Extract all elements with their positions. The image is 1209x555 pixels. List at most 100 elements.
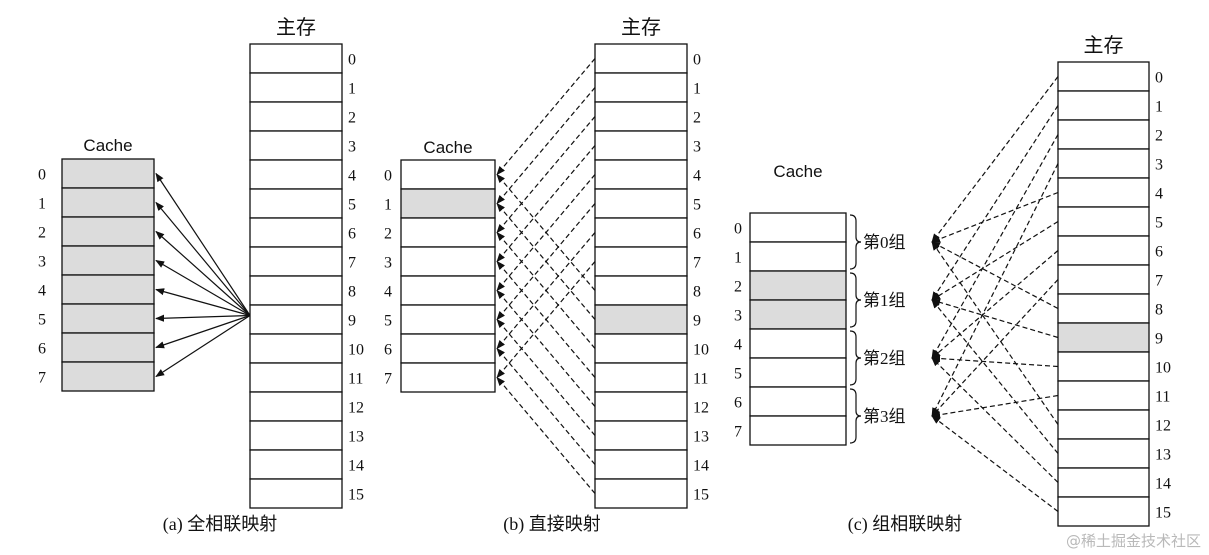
c-cache-row-6 [749, 386, 847, 417]
a-main-label-3: 3 [348, 139, 356, 156]
a-cache-row-6 [61, 332, 155, 363]
a-main-label-2: 2 [348, 110, 356, 127]
b-map-arrow-3 [496, 145, 596, 263]
c-cache-label-2: 2 [734, 279, 742, 296]
a-main-label-0: 0 [348, 52, 356, 69]
b-main-row-3 [594, 130, 688, 161]
a-map-arrow-0 [155, 172, 251, 316]
a-main-row-3 [249, 130, 343, 161]
a-map-arrow-3 [155, 259, 251, 317]
b-cache-row-3 [400, 246, 496, 277]
c-main-row-0 [1057, 61, 1150, 92]
c-map-arrow-10 [931, 354, 1059, 368]
c-cache-label-0: 0 [734, 221, 742, 238]
a-main-row-8 [249, 275, 343, 306]
b-map-arrow-14 [496, 347, 596, 465]
c-main-label-13: 13 [1155, 447, 1171, 464]
b-cache-row-7 [400, 362, 496, 393]
c-main-label-9: 9 [1155, 331, 1163, 348]
c-cache-label-4: 4 [734, 337, 742, 354]
b-main-row-8 [594, 275, 688, 306]
a-cache-label-5: 5 [38, 312, 46, 329]
b-map-arrow-15 [496, 376, 596, 494]
b-main-row-11 [594, 362, 688, 393]
c-main-row-2 [1057, 119, 1150, 150]
a-main-row-15 [249, 478, 343, 509]
c-cache-title: Cache [773, 162, 822, 181]
c-cache-row-3 [749, 299, 847, 330]
watermark: @稀土掘金技术社区 [1065, 532, 1201, 550]
b-cache-title: Cache [423, 138, 472, 157]
a-cache-label-0: 0 [38, 167, 46, 184]
b-cache-label-5: 5 [384, 313, 392, 330]
b-map-arrow-10 [496, 231, 596, 349]
b-main-label-14: 14 [693, 458, 709, 475]
b-map-arrow-2 [496, 116, 596, 234]
c-map-arrow-15 [931, 415, 1059, 512]
c-group-label-1: 第1组 [863, 291, 906, 310]
c-map-arrow-13 [931, 299, 1059, 454]
a-map-arrow-1 [155, 201, 251, 316]
b-main-label-7: 7 [693, 255, 701, 272]
b-cache-label-1: 1 [384, 197, 392, 214]
a-main-row-5 [249, 188, 343, 219]
a-cache-label-2: 2 [38, 225, 46, 242]
b-main-row-15 [594, 478, 688, 509]
b-cache-row-4 [400, 275, 496, 306]
c-map-arrow-8 [931, 241, 1059, 310]
c-group-label-0: 第0组 [863, 233, 906, 252]
a-cache-row-7 [61, 361, 155, 392]
c-map-arrow-4 [931, 191, 1059, 243]
c-main-row-14 [1057, 467, 1150, 498]
c-map-arrow-0 [931, 76, 1059, 243]
b-cache-row-0 [400, 159, 496, 190]
c-map-arrow-2 [931, 134, 1059, 359]
b-main-row-7 [594, 246, 688, 277]
c-main-label-14: 14 [1155, 476, 1171, 493]
a-main-row-6 [249, 217, 343, 248]
c-cache-row-1 [749, 241, 847, 272]
c-map-arrow-1 [931, 105, 1059, 301]
c-main-label-6: 6 [1155, 244, 1163, 261]
a-cache-label-1: 1 [38, 196, 46, 213]
c-main-row-4 [1057, 177, 1150, 208]
b-main-label-2: 2 [693, 110, 701, 127]
c-main-row-13 [1057, 438, 1150, 469]
a-main-row-10 [249, 333, 343, 364]
a-main-row-12 [249, 391, 343, 422]
a-main-label-7: 7 [348, 255, 356, 272]
c-main-label-12: 12 [1155, 418, 1171, 435]
c-cache-label-3: 3 [734, 308, 742, 325]
a-cache-row-5 [61, 303, 155, 334]
b-cache-label-2: 2 [384, 226, 392, 243]
c-main-row-10 [1057, 351, 1150, 382]
b-cache-label-3: 3 [384, 255, 392, 272]
a-cache-row-4 [61, 274, 155, 305]
a-main-label-13: 13 [348, 429, 364, 446]
a-cache-label-4: 4 [38, 283, 46, 300]
a-main-label-12: 12 [348, 400, 364, 417]
c-cache-row-0 [749, 212, 847, 243]
c-main-label-10: 10 [1155, 360, 1171, 377]
a-main-label-1: 1 [348, 81, 356, 98]
c-map-arrow-12 [931, 241, 1059, 425]
b-main-row-6 [594, 217, 688, 248]
b-main-label-10: 10 [693, 342, 709, 359]
b-main-memory-title: 主存 [621, 16, 661, 39]
c-main-row-6 [1057, 235, 1150, 266]
b-main-row-0 [594, 43, 688, 74]
b-map-arrow-0 [496, 58, 596, 176]
c-cache-label-5: 5 [734, 366, 742, 383]
b-main-label-15: 15 [693, 487, 709, 504]
c-map-arrow-3 [931, 163, 1059, 417]
b-main-label-8: 8 [693, 284, 701, 301]
a-main-label-9: 9 [348, 313, 356, 330]
c-map-arrow-14 [931, 357, 1059, 483]
a-cache-label-3: 3 [38, 254, 46, 271]
b-map-arrow-8 [496, 173, 596, 291]
a-map-arrow-6 [155, 314, 251, 349]
c-main-row-7 [1057, 264, 1150, 295]
b-cache-row-2 [400, 217, 496, 248]
c-group-brace-0 [849, 214, 862, 270]
